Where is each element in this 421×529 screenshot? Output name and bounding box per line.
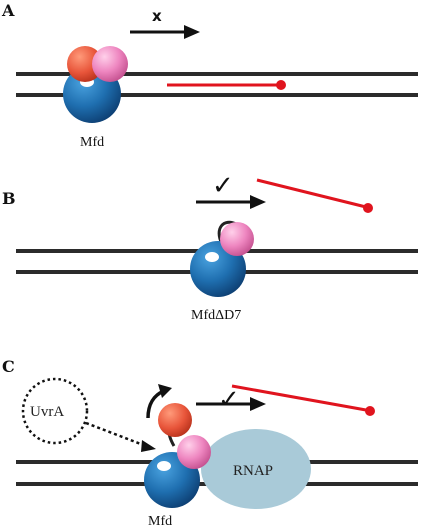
arrow-icon: [196, 195, 266, 209]
arrow-icon: [196, 397, 266, 411]
panel-a: A x Mfd: [1, 1, 418, 150]
mfd-delta-d7-protein: [190, 220, 254, 297]
released-rna-transcript: [256, 178, 373, 213]
panel-b: B ✓ MfdΔD7: [2, 171, 418, 323]
panel-c-letter: C: [2, 357, 15, 376]
check-mark-icon: ✓: [218, 385, 240, 415]
arrow-icon: [130, 25, 200, 39]
check-mark-icon: ✓: [212, 171, 234, 201]
mfd-label: Mfd: [80, 135, 104, 150]
released-rna-transcript: [231, 384, 375, 416]
mfd-protein: [144, 403, 211, 508]
x-mark-icon: x: [152, 7, 162, 25]
uvra-label: UvrA: [30, 404, 64, 420]
panel-c: C ✓ UvrA RNAP: [2, 357, 418, 529]
rna-transcript: [167, 80, 286, 90]
panel-a-letter: A: [1, 1, 15, 20]
mfd-delta-d7-label: MfdΔD7: [191, 308, 241, 323]
curved-arrow-icon: [146, 384, 172, 419]
mfd-label: Mfd: [148, 514, 172, 529]
dashed-recruitment-arrow-icon: [85, 421, 156, 452]
uvra-bubble: UvrA: [21, 377, 89, 445]
panel-b-letter: B: [2, 189, 16, 208]
rnap-polymerase: RNAP: [201, 429, 311, 509]
mfd-protein: [63, 46, 128, 123]
rnap-label: RNAP: [233, 463, 273, 479]
